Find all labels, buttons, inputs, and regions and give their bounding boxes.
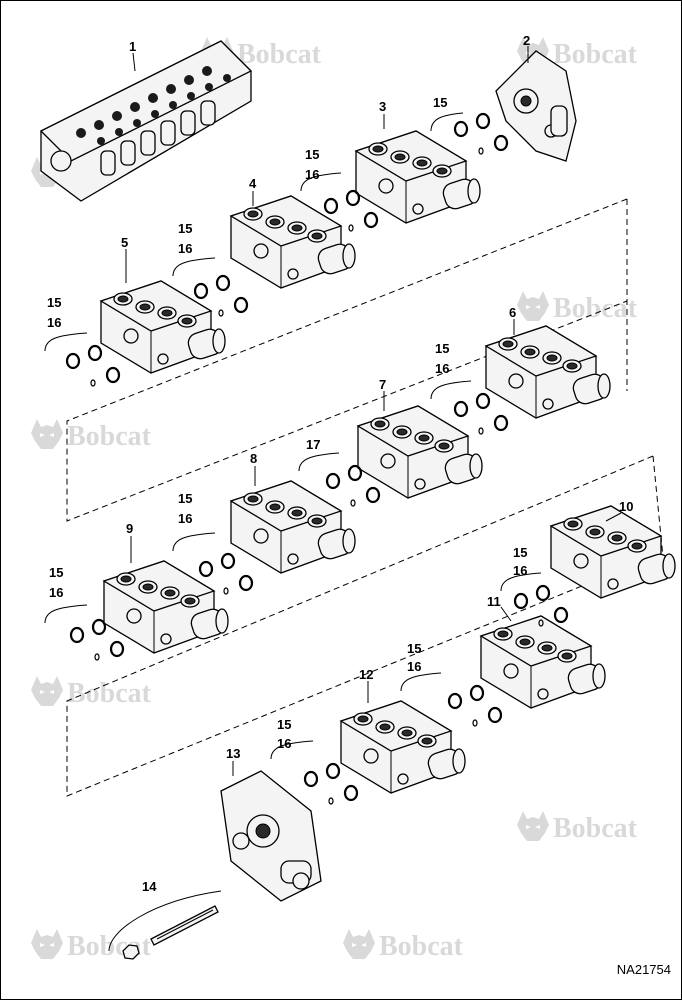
- watermark-label: Bobcat: [67, 678, 152, 709]
- callout-14: 14: [142, 879, 157, 894]
- callout-4: 4: [249, 176, 257, 191]
- valve-section-11: [480, 615, 606, 709]
- callout-17: 17: [306, 437, 320, 452]
- callout-15: 15: [305, 147, 319, 162]
- callout-15: 15: [178, 491, 192, 506]
- callout-16: 16: [49, 585, 63, 600]
- drawing-reference-number: NA21754: [616, 962, 671, 977]
- callout-16: 16: [305, 167, 319, 182]
- tie-rod: [108, 890, 222, 960]
- watermark-label: Bobcat: [379, 931, 464, 962]
- callout-6: 6: [509, 305, 516, 320]
- callout-7: 7: [379, 377, 386, 392]
- callout-15: 15: [433, 95, 447, 110]
- valve-section-10: [550, 505, 676, 599]
- watermark-label: Bobcat: [553, 39, 638, 70]
- callout-8: 8: [250, 451, 257, 466]
- callout-1: 1: [129, 39, 136, 54]
- callout-16: 16: [277, 736, 291, 751]
- callout-13: 13: [226, 746, 240, 761]
- valve-section-12: [340, 700, 466, 794]
- callout-16: 16: [513, 563, 527, 578]
- watermark-label: Bobcat: [553, 813, 638, 844]
- callout-15: 15: [407, 641, 421, 656]
- callout-15: 15: [513, 545, 527, 560]
- callout-11: 11: [487, 594, 501, 609]
- valve-section-6: [485, 325, 611, 419]
- callout-16: 16: [178, 241, 192, 256]
- callout-3: 3: [379, 99, 386, 114]
- callout-braces: [44, 46, 622, 776]
- callout-2: 2: [523, 33, 530, 48]
- watermark-label: Bobcat: [553, 293, 638, 324]
- end-plate: [495, 50, 577, 162]
- callout-15: 15: [178, 221, 192, 236]
- callout-16: 16: [178, 511, 192, 526]
- callout-labels: 1 2 3 4 5 6 7 8 9 10 11 12 13 14 15 15 1…: [47, 33, 633, 894]
- callout-15: 15: [277, 717, 291, 732]
- watermark-label: Bobcat: [237, 39, 322, 70]
- callout-15: 15: [435, 341, 449, 356]
- callout-16: 16: [435, 361, 449, 376]
- callout-16: 16: [47, 315, 61, 330]
- valve-assembly: [39, 40, 253, 202]
- callout-5: 5: [121, 235, 128, 250]
- valve-section-3: [355, 130, 481, 224]
- watermark-label: Bobcat: [67, 421, 152, 452]
- callout-15: 15: [49, 565, 63, 580]
- bobcat-watermark: Bobcat Bobcat Bobcat Bobcat Bobcat Bobca…: [31, 37, 638, 962]
- valve-section-7: [357, 405, 483, 499]
- callout-10: 10: [619, 499, 633, 514]
- callout-9: 9: [126, 521, 133, 536]
- callout-12: 12: [359, 667, 373, 682]
- valve-section-8: [230, 480, 356, 574]
- callout-15: 15: [47, 295, 61, 310]
- callout-16: 16: [407, 659, 421, 674]
- outlet-end-section: [220, 770, 322, 902]
